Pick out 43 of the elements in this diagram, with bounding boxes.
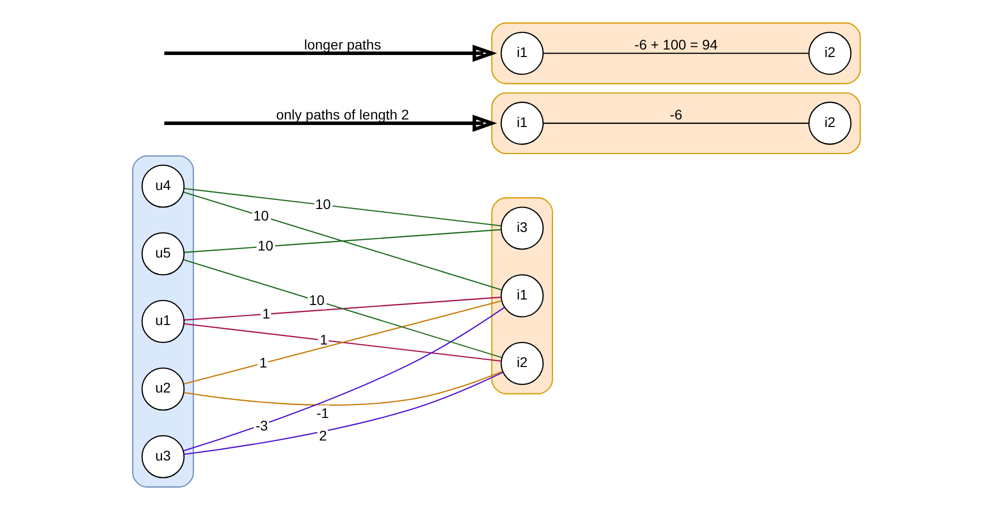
edge-label: longer paths xyxy=(304,36,381,52)
edge-label: 10 xyxy=(308,292,324,308)
connector xyxy=(184,322,501,362)
edge-label: only paths of length 2 xyxy=(276,106,409,122)
node-circle: i3 xyxy=(500,206,544,250)
edge-label: 10 xyxy=(314,196,330,212)
edge-label: 10 xyxy=(252,206,268,223)
connector xyxy=(183,370,502,406)
node-circle: i1 xyxy=(500,274,544,317)
connector xyxy=(184,228,501,252)
node-circle: i2 xyxy=(808,101,851,144)
edge-label: 1 xyxy=(258,354,267,370)
arrow xyxy=(164,114,497,132)
node-circle: u1 xyxy=(141,299,184,343)
node-circle: u3 xyxy=(141,434,184,478)
connector xyxy=(183,300,501,384)
node-circle: i1 xyxy=(500,101,544,144)
connector xyxy=(184,296,501,320)
connector xyxy=(182,306,504,451)
connector xyxy=(542,122,808,124)
edge-label: -3 xyxy=(254,417,268,434)
node-circle: u2 xyxy=(141,367,184,410)
node-circle: i2 xyxy=(808,31,851,74)
connector xyxy=(542,52,808,54)
edge-label: -6 xyxy=(669,106,682,122)
connector xyxy=(182,258,502,358)
node-circle: u5 xyxy=(141,232,184,275)
cluster xyxy=(490,196,553,394)
edge-label: 1 xyxy=(319,330,328,347)
node-circle: u4 xyxy=(141,164,184,208)
edge-label: 1 xyxy=(262,304,270,321)
edge-label: -6 + 100 = 94 xyxy=(634,36,718,52)
arrow xyxy=(164,44,497,62)
connector xyxy=(182,191,502,290)
edge-label: 2 xyxy=(318,426,326,443)
node-circle: i1 xyxy=(500,31,544,74)
cluster xyxy=(490,22,860,84)
node-circle: i2 xyxy=(500,341,544,384)
connector xyxy=(183,371,503,454)
cluster xyxy=(490,92,860,154)
edge-label: -1 xyxy=(316,404,328,421)
cluster xyxy=(132,154,194,488)
edge-label: 10 xyxy=(257,237,273,254)
